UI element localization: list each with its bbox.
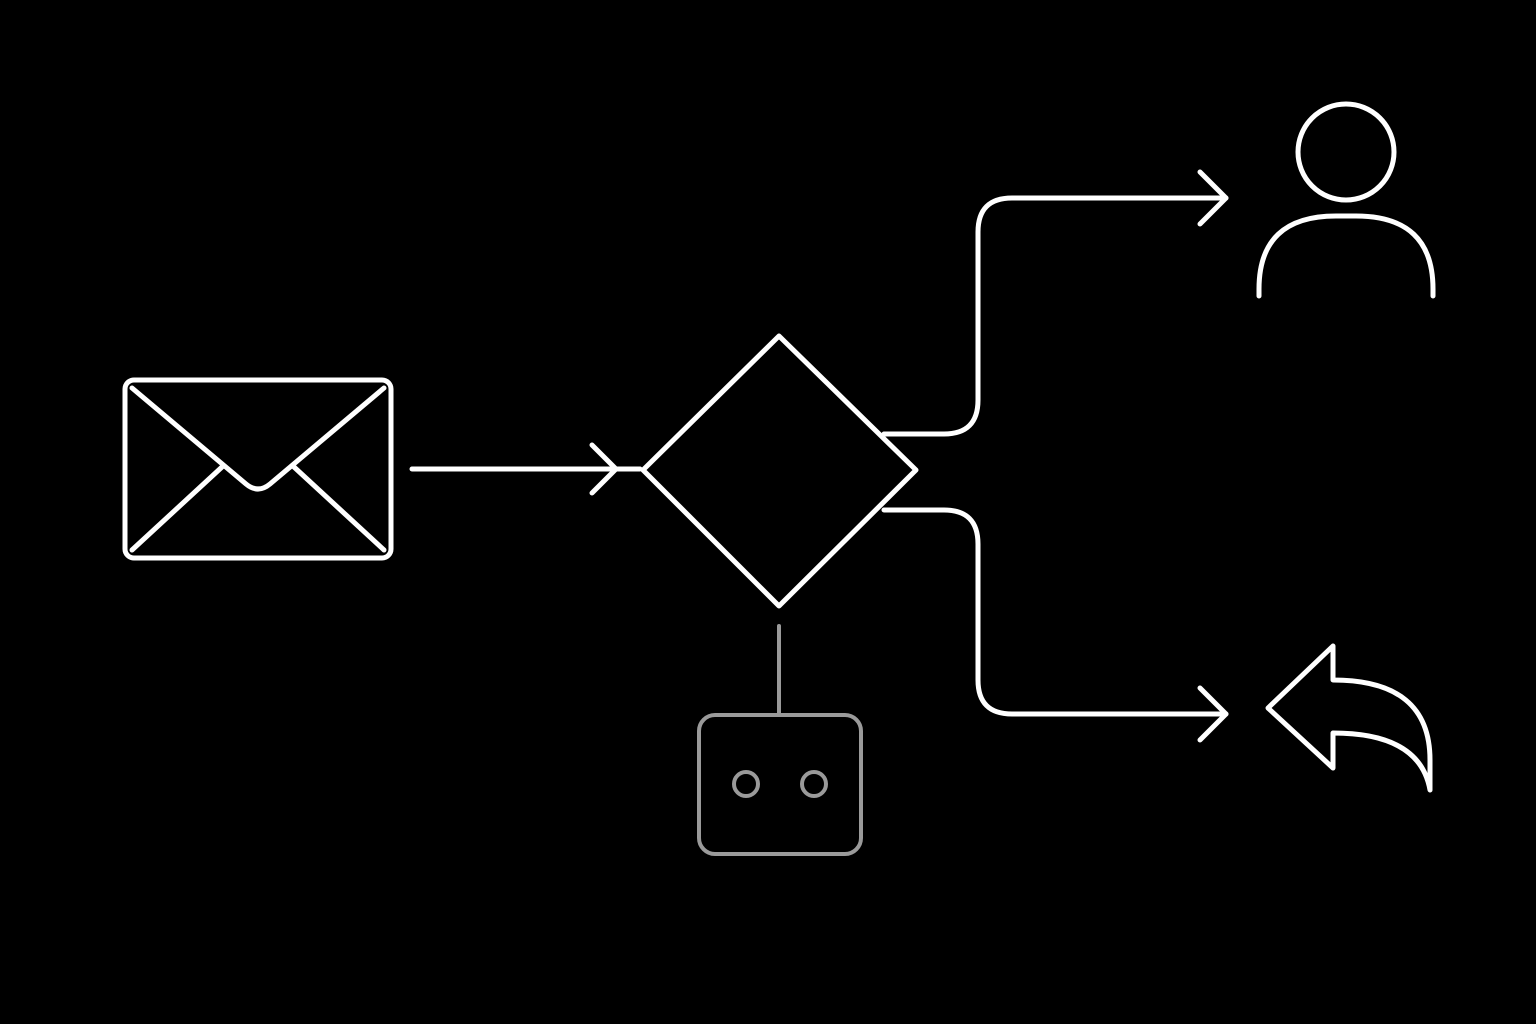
envelope-fold-right <box>291 464 387 553</box>
edge-input-to-decision <box>409 442 643 496</box>
robot-head <box>697 713 863 856</box>
connector-line <box>881 195 1229 437</box>
envelope-body <box>122 377 394 561</box>
connector-line <box>881 507 1229 717</box>
edge-decision-to-human <box>881 169 1229 437</box>
envelope-icon <box>122 377 394 561</box>
person-shoulders <box>1256 213 1436 299</box>
reply-arrow-icon <box>1265 643 1433 793</box>
envelope-fold-left <box>129 464 225 553</box>
person-icon <box>1256 101 1436 299</box>
arrowhead-icon <box>1197 685 1229 743</box>
envelope-flap <box>129 385 387 492</box>
diamond-decision-icon <box>640 333 919 609</box>
arrowhead-icon <box>589 442 619 496</box>
robot-eye-right <box>800 770 828 798</box>
arrowhead-icon <box>1197 169 1229 227</box>
edge-decision-to-reply <box>881 507 1229 743</box>
person-head <box>1295 101 1397 203</box>
robot-eye-left <box>732 770 760 798</box>
robot-icon <box>697 713 863 856</box>
